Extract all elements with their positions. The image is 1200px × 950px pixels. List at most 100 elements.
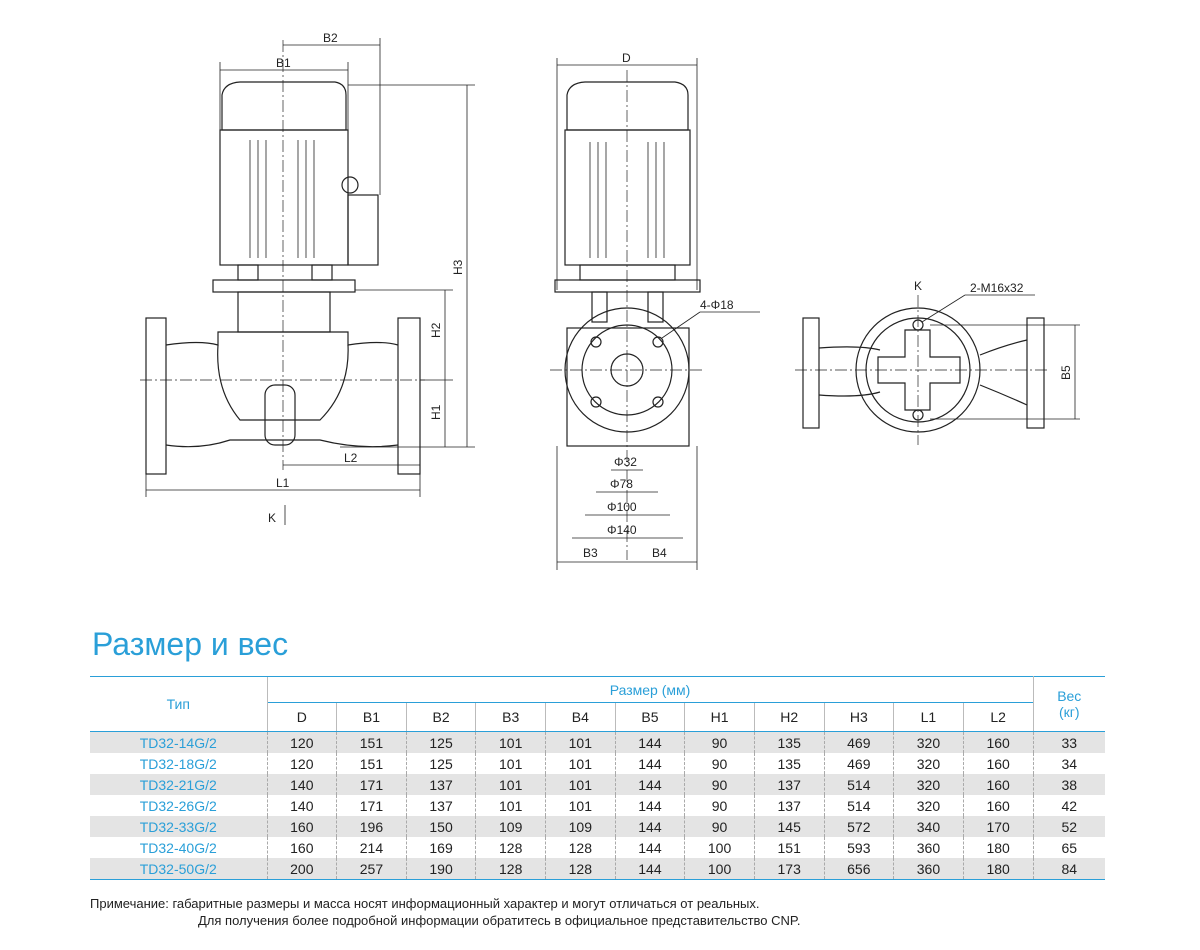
value-cell-d: 120 bbox=[266, 753, 337, 774]
value-cell-h2: 137 bbox=[753, 774, 824, 795]
value-cell-b3: 128 bbox=[475, 837, 546, 858]
value-cell-h3: 514 bbox=[823, 774, 894, 795]
value-cell-b3: 128 bbox=[475, 858, 546, 880]
value-cell-b5: 144 bbox=[614, 753, 685, 774]
value-cell-b4: 101 bbox=[545, 774, 616, 795]
value-cell-b5: 144 bbox=[614, 858, 685, 880]
value-cell-h1: 90 bbox=[684, 795, 755, 816]
value-cell-d: 160 bbox=[266, 837, 337, 858]
label-b4: B4 bbox=[652, 546, 667, 560]
label-d100: Φ100 bbox=[607, 500, 637, 514]
value-cell-b4: 101 bbox=[545, 795, 616, 816]
value-cell-l2: 180 bbox=[962, 858, 1033, 880]
value-cell-b1: 214 bbox=[336, 837, 407, 858]
value-cell-h1: 90 bbox=[684, 731, 755, 753]
label-d140: Φ140 bbox=[607, 523, 637, 537]
column-header-h3: H3 bbox=[823, 702, 894, 732]
value-cell-b4: 109 bbox=[545, 816, 616, 837]
weight-cell: 65 bbox=[1032, 837, 1105, 858]
column-header-l1: L1 bbox=[893, 702, 964, 732]
column-header-b2: B2 bbox=[405, 702, 476, 732]
inlet-flange bbox=[145, 317, 167, 475]
value-cell-b3: 101 bbox=[475, 795, 546, 816]
column-header-l2: L2 bbox=[962, 702, 1033, 732]
value-cell-b2: 150 bbox=[405, 816, 476, 837]
value-cell-h1: 90 bbox=[684, 816, 755, 837]
value-cell-d: 200 bbox=[266, 858, 337, 880]
value-cell-l1: 360 bbox=[893, 837, 964, 858]
label-holes: 4-Φ18 bbox=[700, 298, 734, 312]
type-header: Тип bbox=[90, 676, 267, 732]
label-d: D bbox=[622, 51, 631, 65]
value-cell-l1: 320 bbox=[893, 774, 964, 795]
label-h3: H3 bbox=[451, 259, 465, 275]
value-cell-b1: 171 bbox=[336, 774, 407, 795]
value-cell-h2: 135 bbox=[753, 731, 824, 753]
value-cell-b2: 125 bbox=[405, 753, 476, 774]
value-cell-b5: 144 bbox=[614, 731, 685, 753]
column-header-h2: H2 bbox=[753, 702, 824, 732]
value-cell-b2: 169 bbox=[405, 837, 476, 858]
model-cell: TD32-18G/2 bbox=[139, 755, 217, 772]
value-cell-l2: 160 bbox=[962, 731, 1033, 753]
value-cell-h3: 572 bbox=[823, 816, 894, 837]
label-b3: B3 bbox=[583, 546, 598, 560]
motor-cap bbox=[221, 81, 347, 131]
column-header-b4: B4 bbox=[545, 702, 616, 732]
value-cell-b1: 151 bbox=[336, 753, 407, 774]
label-h1: H1 bbox=[429, 404, 443, 420]
size-header: Размер (мм) bbox=[266, 676, 1034, 703]
column-header-h1: H1 bbox=[684, 702, 755, 732]
label-bolts: 2-M16x32 bbox=[970, 281, 1024, 295]
value-cell-b5: 144 bbox=[614, 774, 685, 795]
model-cell: TD32-50G/2 bbox=[90, 858, 267, 880]
column-header-d: D bbox=[266, 702, 337, 732]
motor-body bbox=[219, 129, 349, 266]
model-cell: TD32-33G/2 bbox=[139, 818, 217, 835]
value-cell-d: 140 bbox=[266, 795, 337, 816]
weight-cell: 52 bbox=[1032, 816, 1105, 837]
value-cell-l2: 160 bbox=[962, 795, 1033, 816]
top-view-drawing: K 2-M16x32 B5 bbox=[795, 279, 1080, 445]
weight-cell: 38 bbox=[1032, 774, 1105, 795]
value-cell-l1: 360 bbox=[893, 858, 964, 880]
value-cell-d: 160 bbox=[266, 816, 337, 837]
terminal-box bbox=[347, 194, 379, 266]
label-k: K bbox=[268, 511, 276, 525]
value-cell-h2: 145 bbox=[753, 816, 824, 837]
value-cell-b5: 144 bbox=[614, 816, 685, 837]
column-header-b5: B5 bbox=[614, 702, 685, 732]
label-b2: B2 bbox=[323, 31, 338, 45]
note: Примечание: габаритные размеры и масса н… bbox=[90, 895, 801, 929]
value-cell-b2: 125 bbox=[405, 731, 476, 753]
value-cell-b3: 109 bbox=[475, 816, 546, 837]
label-b1: B1 bbox=[276, 56, 291, 70]
weight-header: Вес (кг) bbox=[1032, 676, 1105, 732]
value-cell-h2: 173 bbox=[753, 858, 824, 880]
label-l1: L1 bbox=[276, 476, 290, 490]
value-cell-b3: 101 bbox=[475, 731, 546, 753]
model-cell: TD32-21G/2 bbox=[139, 776, 217, 793]
label-b5: B5 bbox=[1059, 365, 1073, 380]
value-cell-l2: 180 bbox=[962, 837, 1033, 858]
value-cell-b1: 257 bbox=[336, 858, 407, 880]
pump-casing bbox=[165, 331, 399, 448]
value-cell-d: 140 bbox=[266, 774, 337, 795]
value-cell-h3: 656 bbox=[823, 858, 894, 880]
value-cell-h3: 593 bbox=[823, 837, 894, 858]
value-cell-b4: 101 bbox=[545, 731, 616, 753]
value-cell-b3: 101 bbox=[475, 774, 546, 795]
value-cell-b5: 144 bbox=[614, 837, 685, 858]
value-cell-l1: 320 bbox=[893, 731, 964, 753]
outlet-flange bbox=[397, 317, 421, 475]
column-header-b3: B3 bbox=[475, 702, 546, 732]
value-cell-b3: 101 bbox=[475, 753, 546, 774]
value-cell-h3: 469 bbox=[823, 753, 894, 774]
